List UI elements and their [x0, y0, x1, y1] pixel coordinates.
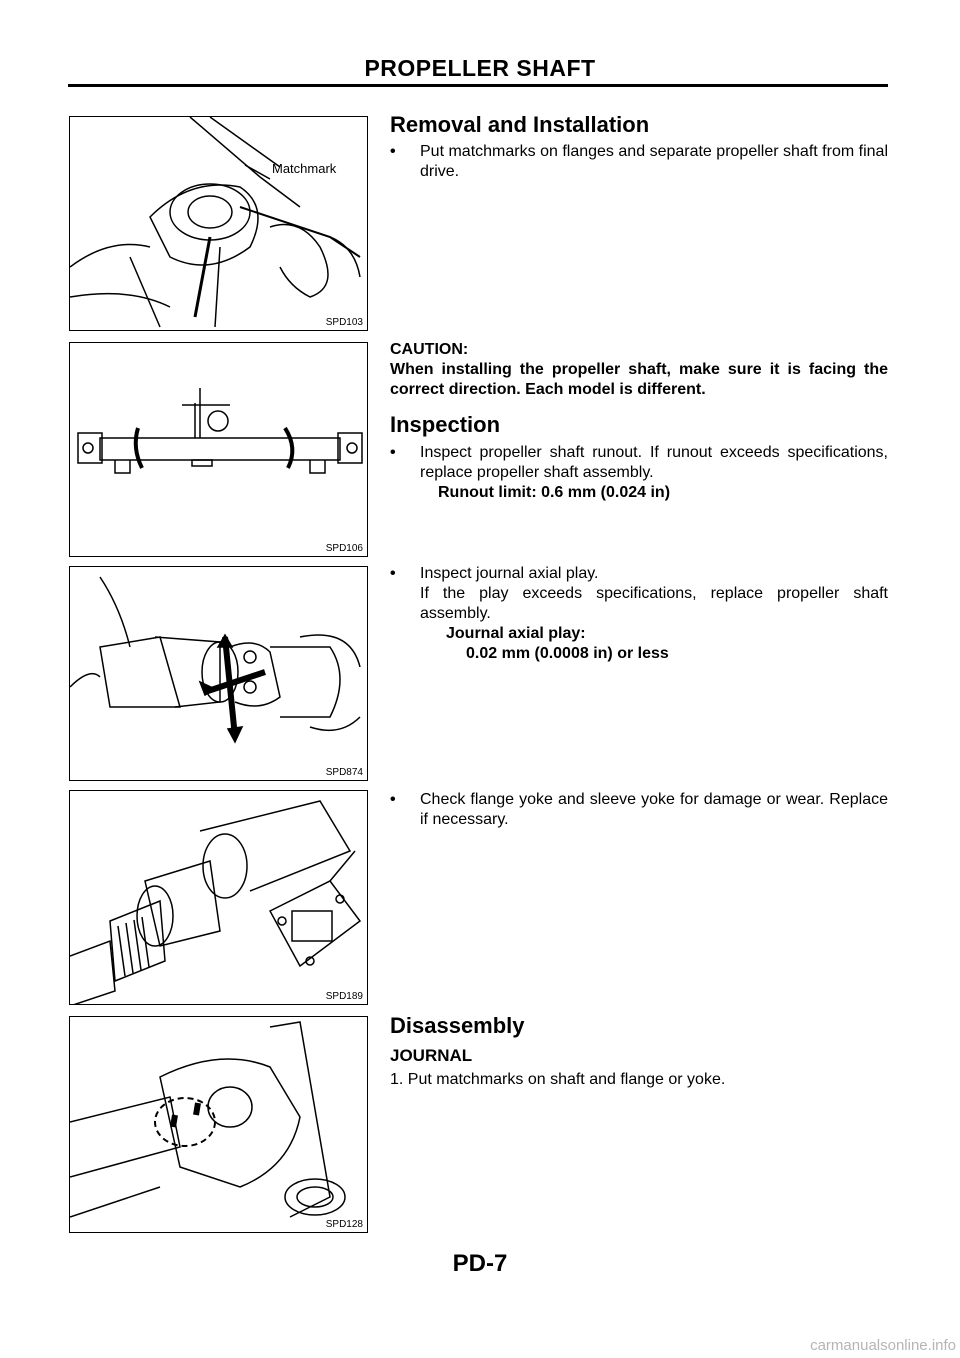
inspection-bullet-2: • Inspect journal axial play. If the pla… — [390, 564, 888, 664]
inspection-bullet-3: • Check flange yoke and sleeve yoke for … — [390, 790, 888, 830]
figure-spd106: SPD106 — [69, 342, 368, 557]
inspection-bullet-1: • Inspect propeller shaft runout. If run… — [390, 443, 888, 503]
bullet-text-line2: If the play exceeds specifications, repl… — [420, 585, 888, 622]
matchmark-label: Matchmark — [272, 161, 337, 176]
bullet-text: Inspect propeller shaft runout. If runou… — [420, 444, 888, 481]
figure-spd874: SPD874 — [69, 566, 368, 781]
runout-spec: Runout limit: 0.6 mm (0.024 in) — [438, 484, 671, 501]
axial-play-spec-value: 0.02 mm (0.0008 in) or less — [466, 645, 669, 662]
removal-bullet-1: • Put matchmarks on flanges and separate… — [390, 142, 888, 182]
heading-removal-installation: Removal and Installation — [390, 112, 650, 137]
figure-code: SPD874 — [325, 767, 363, 778]
disassembly-step-1: 1. Put matchmarks on shaft and flange or… — [390, 1071, 726, 1088]
caution-title: CAUTION: — [390, 341, 469, 358]
figure-spd128: SPD128 — [69, 1016, 368, 1233]
bullet-mark: • — [390, 143, 396, 160]
journal-matchmark-illustration — [70, 1021, 346, 1218]
runout-measurement-illustration — [77, 388, 363, 474]
bullet-text-line1: Inspect journal axial play. — [420, 565, 599, 582]
figure-code: SPD103 — [325, 317, 363, 328]
figure-code: SPD189 — [325, 991, 363, 1002]
caution-block: CAUTION: When installing the propeller s… — [390, 340, 888, 400]
figure-code: SPD128 — [325, 1219, 363, 1230]
figure-code: SPD106 — [325, 543, 363, 554]
bullet-mark: • — [390, 791, 396, 808]
caution-text: When installing the propeller shaft, mak… — [390, 361, 888, 398]
bullet-mark: • — [390, 565, 396, 582]
heading-disassembly: Disassembly — [390, 1013, 525, 1038]
figure-spd189: SPD189 — [69, 790, 368, 1005]
heading-inspection: Inspection — [390, 412, 501, 437]
bullet-text: Put matchmarks on flanges and separate p… — [420, 143, 888, 180]
page-number: PD-7 — [452, 1250, 508, 1277]
flange-sleeve-yoke-illustration — [70, 800, 362, 1004]
bullet-mark: • — [390, 444, 396, 461]
subheading-journal: JOURNAL — [390, 1046, 473, 1065]
matchmark-illustration — [70, 117, 361, 328]
header-rule — [68, 84, 888, 87]
axial-play-spec-label: Journal axial play: — [446, 625, 586, 642]
watermark: carmanualsonline.info — [810, 1337, 956, 1354]
journal-axial-play-illustration — [70, 576, 361, 744]
bullet-text: Check flange yoke and sleeve yoke for da… — [420, 791, 888, 828]
page-header-title: PROPELLER SHAFT — [364, 55, 596, 81]
figure-spd103: Matchmark SPD103 — [69, 116, 368, 331]
